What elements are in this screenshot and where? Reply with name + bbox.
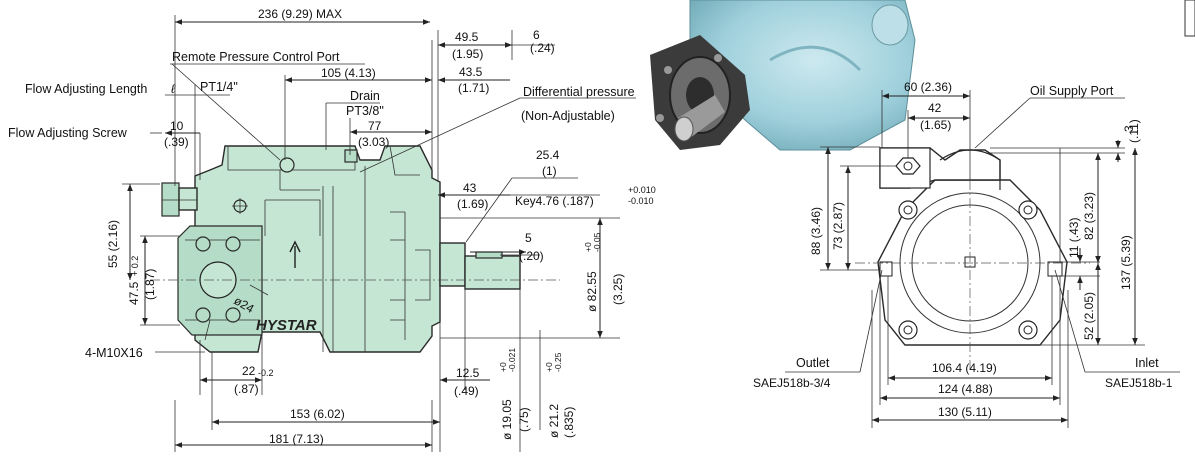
differential-pressure-label: Differential pressure — [523, 85, 635, 99]
dim-82-55-tol-minus: -0.05 — [592, 232, 602, 252]
dim-43-in: (1.69) — [457, 197, 488, 211]
dim-3-in: (.11) — [1127, 119, 1141, 143]
dim-21-2: ø 21.2 — [547, 404, 561, 438]
drain-label: Drain — [350, 89, 380, 103]
dim-11: 11 (.43) — [1067, 218, 1081, 258]
dim-47-5: 47.5 — [127, 281, 141, 305]
dim-19-05-tol-plus: +0 — [498, 362, 508, 372]
ell-symbol: ℓ — [171, 82, 176, 96]
dim-52: 52 (2.05) — [1082, 292, 1096, 340]
key-label: Key4.76 (.187) — [515, 194, 594, 208]
dim-137: 137 (5.39) — [1119, 235, 1133, 290]
dim-19-05: ø 19.05 — [500, 399, 514, 440]
dim-130: 130 (5.11) — [938, 405, 992, 419]
dim-22: 22 — [242, 364, 256, 378]
remote-pressure-port-label: Remote Pressure Control Port — [172, 50, 340, 64]
dim-105: 105 (4.13) — [321, 66, 376, 80]
dim-5: 5 — [525, 231, 532, 245]
dim-25-4-in: (1) — [542, 164, 557, 178]
pump-photo — [650, 0, 916, 151]
dim-12-5-in: (.49) — [454, 384, 479, 398]
dim-77-in: (3.03) — [358, 135, 389, 149]
dim-21-2-in: (.835) — [562, 407, 576, 438]
dim-82-55: ø 82.55 — [585, 271, 599, 312]
bolt-label: 4-M10X16 — [85, 346, 143, 360]
dim-6: 6 — [533, 28, 540, 42]
outlet-label: Outlet — [796, 356, 830, 370]
dim-42: 42 — [928, 101, 942, 115]
dim-43-5-in: (1.71) — [458, 81, 489, 95]
dim-19-05-in: (.75) — [517, 407, 531, 432]
dim-19-05-tol-minus: -0.021 — [507, 348, 517, 372]
oil-supply-port-label: Oil Supply Port — [1030, 84, 1114, 98]
dim-47-5-in: (1.87) — [143, 269, 157, 300]
dim-82-55-tol-plus: +0 — [583, 242, 593, 252]
flow-adjusting-screw-label: Flow Adjusting Screw — [8, 126, 128, 140]
key-tol-plus: +0.010 — [628, 185, 656, 195]
dim-47-5-tol: + 0.2 — [130, 256, 140, 276]
dim-124: 124 (4.88) — [938, 382, 993, 396]
outlet-spec: SAEJ518b-3/4 — [753, 376, 831, 390]
dim-55: 55 (2.16) — [106, 220, 120, 268]
dim-106-4: 106.4 (4.19) — [932, 361, 997, 375]
dim-82-55-in: (3.25) — [611, 274, 625, 305]
side-view — [122, 15, 636, 452]
dim-22-in: (.87) — [234, 382, 259, 396]
dim-10-in: (.39) — [164, 135, 189, 149]
dim-181: 181 (7.13) — [269, 432, 324, 446]
dim-5-in: (.20) — [519, 249, 544, 263]
dim-6-in: (.24) — [530, 41, 555, 55]
dim-43-5: 43.5 — [459, 65, 483, 79]
dim-82: 82 (3.23) — [1082, 192, 1096, 240]
non-adjustable-label: (Non-Adjustable) — [521, 109, 615, 123]
dim-60: 60 (2.36) — [904, 80, 952, 94]
dim-21-2-tol-plus: +0 — [544, 362, 554, 372]
dim-49-5: 49.5 — [455, 30, 479, 44]
inlet-spec: SAEJ518b-1 — [1105, 376, 1173, 390]
dim-42-in: (1.65) — [920, 118, 951, 132]
dim-73: 73 (2.87) — [831, 202, 845, 250]
pt14-label: PT1/4" — [200, 80, 238, 94]
dim-10: 10 — [170, 119, 184, 133]
overall-length-dim: 236 (9.29) MAX — [258, 7, 342, 21]
inlet-label: Inlet — [1135, 356, 1159, 370]
pt38-label: PT3/8" — [346, 104, 384, 118]
dim-21-2-tol-minus: -0.25 — [553, 352, 563, 372]
dim-43: 43 — [463, 181, 477, 195]
dim-77: 77 — [368, 119, 382, 133]
dim-3: 3 — [1122, 125, 1136, 132]
front-view — [785, 90, 1180, 428]
key-tol-minus: -0.010 — [628, 196, 654, 206]
dim-153: 153 (6.02) — [290, 407, 345, 421]
dim-88: 88 (3.46) — [809, 207, 823, 255]
frame-corner — [1184, 0, 1195, 37]
dim-12-5: 12.5 — [456, 366, 480, 380]
dim-25-4: 25.4 — [536, 148, 560, 162]
dim-22-tol: -0.2 — [258, 368, 274, 378]
flow-adjusting-length-label: Flow Adjusting Length — [25, 82, 147, 96]
dim-49-5-in: (1.95) — [452, 47, 483, 61]
hystar-brand: HYSTAR — [256, 317, 317, 334]
